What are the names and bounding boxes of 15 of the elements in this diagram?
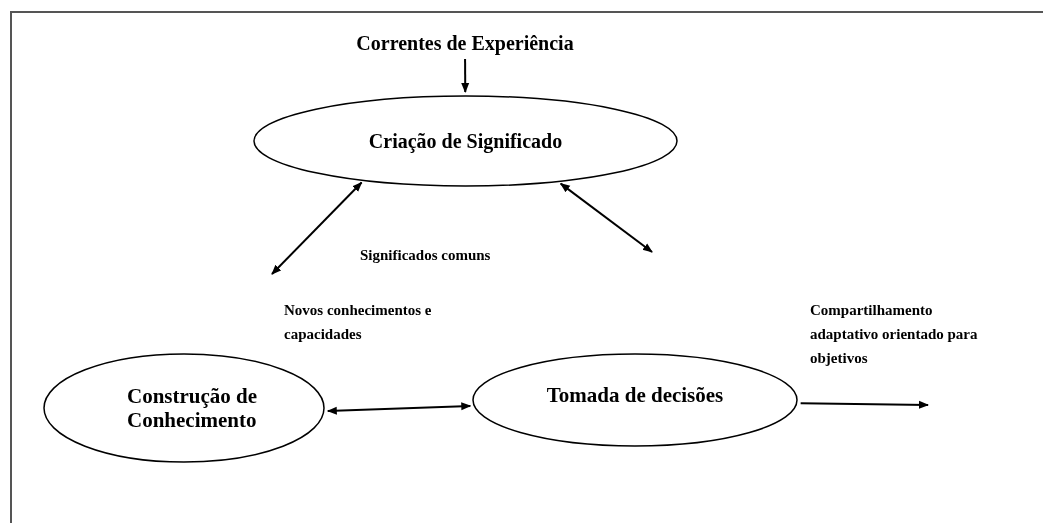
arrow xyxy=(799,400,929,409)
arrow xyxy=(461,58,470,93)
heading-text: Correntes de Experiência xyxy=(356,31,574,55)
annotation-text: Significados comuns xyxy=(360,246,492,265)
annotation-text: Compartilhamento adaptativo orientado para objetivos xyxy=(810,301,979,368)
arrow xyxy=(559,182,653,253)
ellipse-node xyxy=(253,95,678,187)
node-label: Criação de Significado xyxy=(368,129,563,153)
ellipse-node xyxy=(43,353,325,463)
node-label: Tomada de decisões xyxy=(546,382,724,408)
arrow xyxy=(271,181,363,275)
annotation-text: Novos conhecimentos e capacidades xyxy=(284,301,433,344)
ellipse-node xyxy=(472,353,798,447)
node-label: Construção de Conhecimento xyxy=(127,383,259,433)
arrow xyxy=(326,402,472,415)
